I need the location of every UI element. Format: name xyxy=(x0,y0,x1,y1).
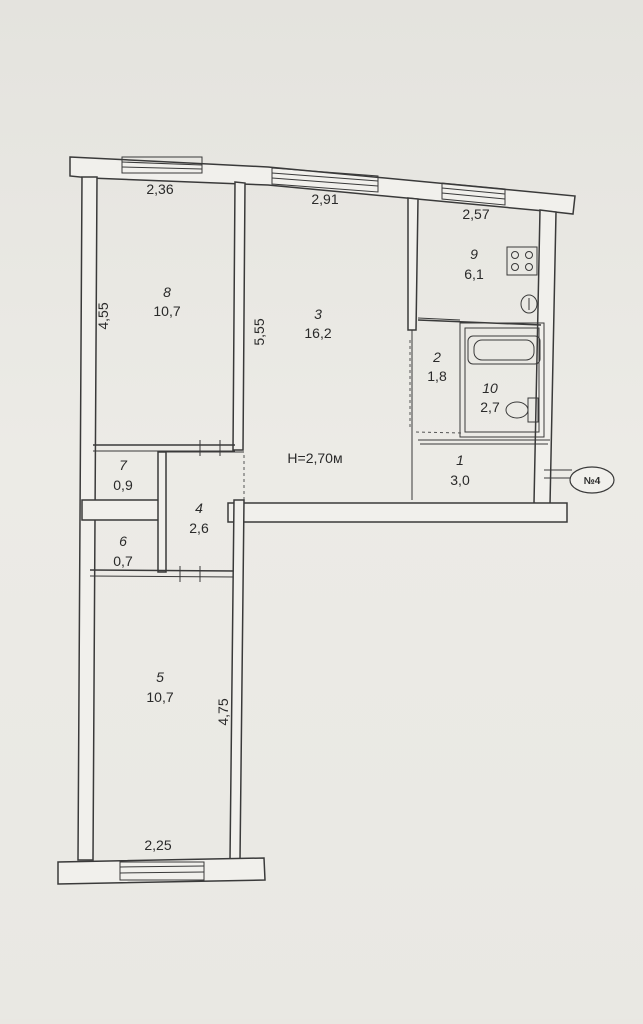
bathroom-walls xyxy=(459,322,545,438)
room-number: 2 xyxy=(432,349,441,365)
bottom-exterior-wall xyxy=(57,857,266,885)
window-room5 xyxy=(119,861,205,881)
room-3-label: 3 16,2 xyxy=(304,306,331,341)
dim-room5-width: 2,25 xyxy=(144,837,171,853)
window-room9 xyxy=(441,182,506,206)
window-room3 xyxy=(271,167,379,193)
room-area: 2,7 xyxy=(480,399,500,415)
bathtub-icon xyxy=(467,335,541,365)
wall-room5-right xyxy=(229,499,245,861)
room-number: 4 xyxy=(195,500,203,516)
hallway-bottom-wall xyxy=(227,502,568,523)
stove-icon xyxy=(506,246,538,276)
room-number: 7 xyxy=(119,457,128,473)
dim-room8-width: 2,36 xyxy=(146,181,173,197)
room-area: 0,9 xyxy=(113,477,133,493)
room-1-label: 1 3,0 xyxy=(450,452,470,488)
room-8-label: 8 10,7 xyxy=(153,284,180,319)
room-number: 9 xyxy=(470,246,478,262)
apartment-number: №4 xyxy=(584,476,601,487)
room-4-label: 4 2,6 xyxy=(189,500,209,536)
room-5-label: 5 10,7 xyxy=(146,669,173,705)
room-7-label: 7 0,9 xyxy=(113,457,133,493)
room-number: 8 xyxy=(163,284,171,300)
dim-room3-length: 5,55 xyxy=(251,318,267,345)
room-9-label: 9 6,1 xyxy=(464,246,484,282)
room-area: 16,2 xyxy=(304,325,331,341)
wall-8-3 xyxy=(232,181,246,451)
room-area: 1,8 xyxy=(427,368,447,384)
room-2-label: 2 1,8 xyxy=(427,349,447,384)
closet-wall xyxy=(157,451,167,573)
room-area: 10,7 xyxy=(146,689,173,705)
apartment-number-badge: №4 xyxy=(569,466,615,494)
room-10-label: 10 2,7 xyxy=(480,380,500,415)
room-area: 10,7 xyxy=(153,303,180,319)
room-number: 6 xyxy=(119,533,127,549)
room-6-label: 6 0,7 xyxy=(113,533,133,569)
hall-left-stub xyxy=(81,499,166,521)
window-room8 xyxy=(121,156,203,174)
dim-room3-width: 2,91 xyxy=(311,191,338,207)
dim-room5-length: 4,75 xyxy=(215,698,231,725)
room-number: 10 xyxy=(482,380,498,396)
wall-3-9 xyxy=(407,197,419,331)
room-area: 0,7 xyxy=(113,553,133,569)
toilet-icon xyxy=(505,397,539,423)
room-number: 3 xyxy=(314,306,322,322)
dim-room9-width: 2,57 xyxy=(462,206,489,222)
room-area: 2,6 xyxy=(189,520,209,536)
room-area: 6,1 xyxy=(464,266,484,282)
sink-icon xyxy=(520,294,538,314)
room-number: 5 xyxy=(156,669,164,685)
room-number: 1 xyxy=(456,452,464,468)
ceiling-height-label: H=2,70м xyxy=(287,450,342,466)
room-area: 3,0 xyxy=(450,472,470,488)
dim-room8-length: 4,55 xyxy=(95,302,111,329)
